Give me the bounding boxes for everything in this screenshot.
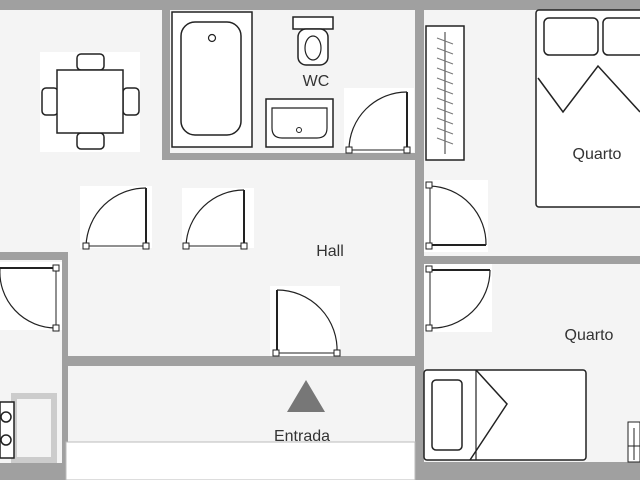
door-swing-icon xyxy=(0,262,62,332)
door-swing-icon xyxy=(424,264,492,332)
door-swing-icon xyxy=(270,286,341,357)
room-label-quarto-bottom: Quarto xyxy=(565,327,614,344)
toilet-icon xyxy=(292,16,334,66)
room-label-entrada: Entrada xyxy=(274,428,330,445)
wardrobe-icon xyxy=(425,25,465,161)
bathtub-icon xyxy=(171,11,253,148)
cabinet-icon xyxy=(627,421,640,463)
sink-icon xyxy=(265,98,334,148)
stove-icon xyxy=(0,393,57,463)
entrance-threshold xyxy=(65,441,416,480)
door-swing-icon xyxy=(424,180,488,252)
room-label-hall: Hall xyxy=(316,243,344,260)
door-swing-icon xyxy=(344,88,414,154)
dining-table-icon xyxy=(40,52,140,152)
door-swing-icon xyxy=(182,188,254,250)
double-bed-icon xyxy=(535,9,640,208)
door-swing-icon xyxy=(80,186,152,250)
triangle-up-icon xyxy=(287,380,325,412)
room-label-quarto-top: Quarto xyxy=(573,146,622,163)
single-bed-icon xyxy=(423,369,587,461)
room-label-wc: WC xyxy=(303,73,330,90)
